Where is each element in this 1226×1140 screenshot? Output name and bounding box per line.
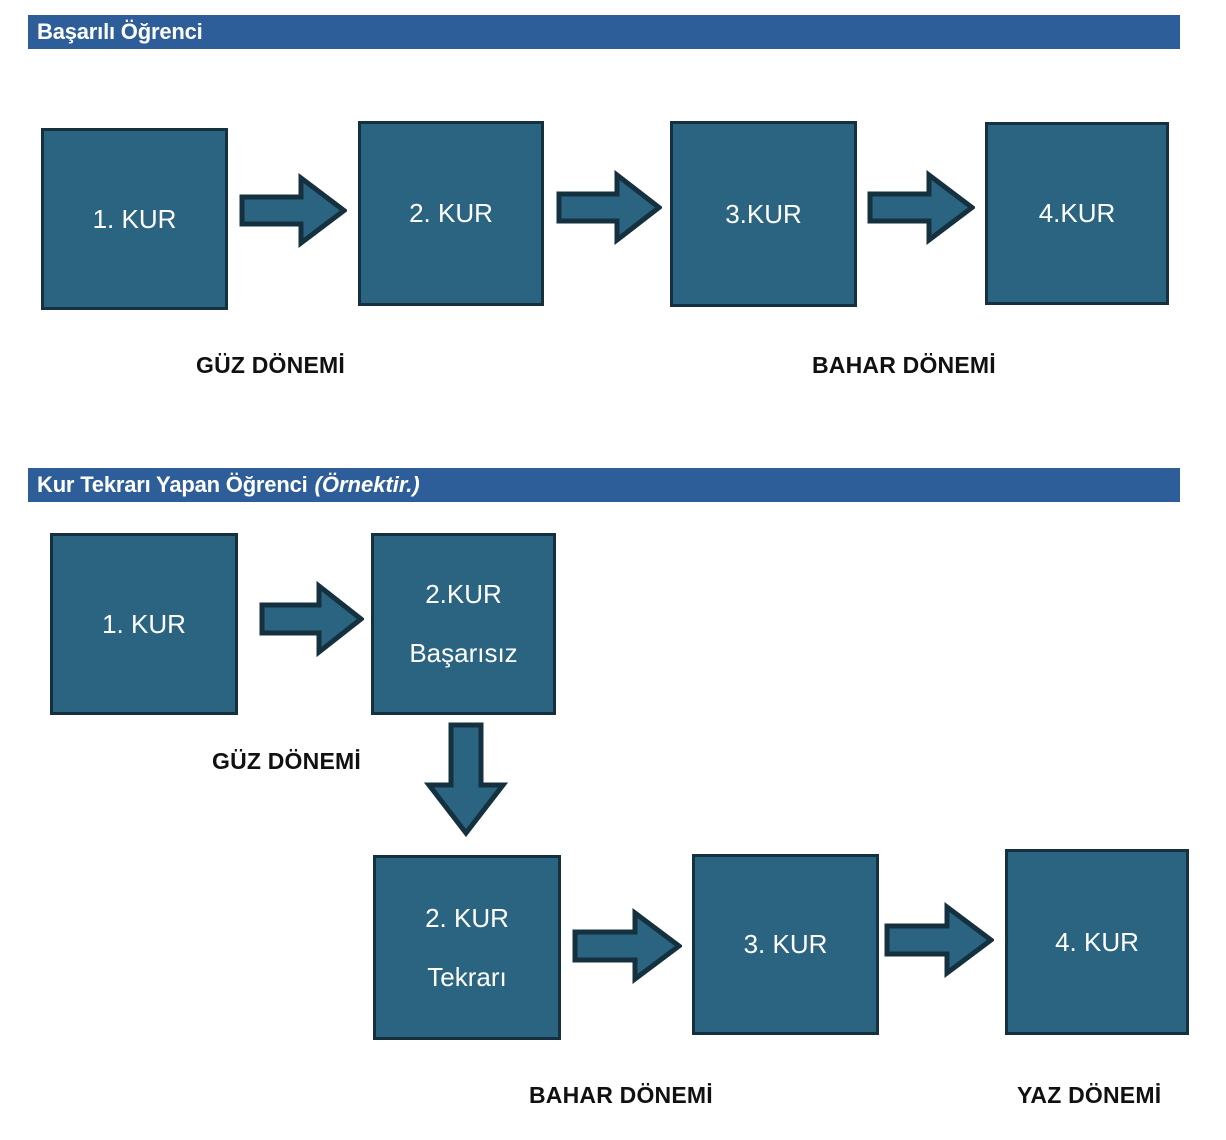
course-box-label: 1. KUR (92, 203, 177, 234)
course-box-label-secondary: Başarısız (409, 638, 518, 668)
section-header-basarili-ogrenci: Başarılı Öğrenci (28, 15, 1180, 49)
term-label-yaz-donemi-row3: YAZ DÖNEMİ (1017, 1082, 1162, 1108)
course-box-label: 4.KUR (1038, 198, 1116, 229)
term-label-guz-donemi-row2: GÜZ DÖNEMİ (212, 748, 361, 774)
term-label-bahar-donemi-row3: BAHAR DÖNEMİ (529, 1082, 713, 1108)
course-box-row1-kur2: 2. KUR (358, 121, 544, 306)
course-box-label: 2. KUR (425, 902, 509, 933)
course-box-row1-kur3: 3.KUR (670, 121, 857, 307)
course-box-label: 2.KUR (425, 579, 502, 610)
section-title-note: (Örnektir.) (314, 472, 420, 497)
course-box-label: 1. KUR (102, 608, 186, 639)
course-box-row2-kur2-basarisiz: 2.KUR Başarısız (371, 533, 556, 715)
course-box-label: 3. KUR (743, 929, 828, 960)
arrow-right-icon (259, 581, 364, 657)
course-box-label: 3.KUR (725, 198, 802, 229)
section-title: Başarılı Öğrenci (37, 19, 203, 44)
course-box-row3-kur3: 3. KUR (692, 854, 879, 1035)
course-box-row1-kur4: 4.KUR (985, 122, 1169, 305)
course-box-row2-kur1: 1. KUR (50, 533, 238, 715)
course-box-row3-kur4: 4. KUR (1005, 849, 1189, 1035)
arrow-right-icon (867, 170, 975, 245)
course-box-label: 2. KUR (409, 198, 493, 229)
section-header-kur-tekrari-yapan-ogrenci: Kur Tekrarı Yapan Öğrenci (Örnektir.) (28, 468, 1180, 502)
section-title: Kur Tekrarı Yapan Öğrenci (37, 472, 308, 497)
arrow-right-icon (239, 173, 347, 248)
arrow-right-icon (572, 908, 682, 984)
arrow-right-icon (884, 902, 994, 978)
term-label-bahar-donemi-row1: BAHAR DÖNEMİ (812, 352, 996, 378)
course-box-row3-kur2-tekrari: 2. KUR Tekrarı (373, 855, 561, 1040)
course-box-label-secondary: Tekrarı (427, 961, 507, 992)
course-box-label: 4. KUR (1055, 926, 1139, 957)
arrow-right-icon (556, 170, 662, 245)
term-label-guz-donemi-row1: GÜZ DÖNEMİ (196, 352, 345, 378)
arrow-down-icon (424, 722, 508, 837)
course-box-row1-kur1: 1. KUR (41, 128, 228, 310)
